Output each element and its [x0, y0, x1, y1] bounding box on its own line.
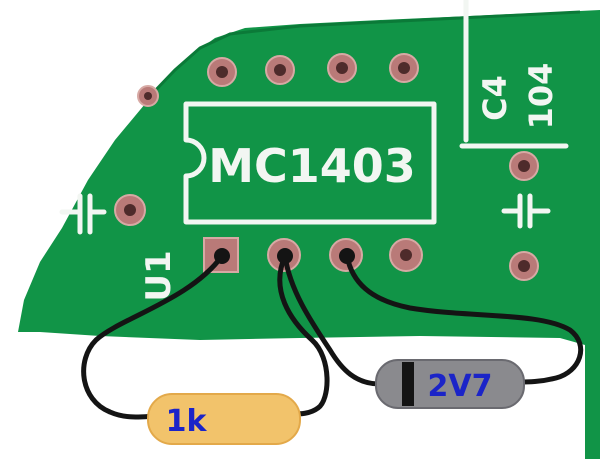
board-edge — [148, 10, 581, 98]
ic-label: MC1403 — [208, 139, 416, 193]
c4-label: C4 — [476, 75, 514, 121]
resistor-1k: 1k — [147, 393, 301, 445]
diode-2v7: 2V7 — [375, 359, 525, 409]
resistor-label: 1k — [166, 404, 208, 439]
capacitor-symbol-right — [501, 193, 551, 229]
pad-misc — [114, 85, 539, 281]
u1-label: U1 — [139, 250, 179, 301]
diode-label: 2V7 — [428, 369, 493, 404]
circuit-board — [18, 10, 600, 459]
c4-outline — [459, 0, 569, 149]
c4-value: 104 — [522, 63, 560, 130]
wire-diode-right — [344, 253, 584, 385]
wire-resistor-right — [277, 253, 330, 417]
wire-end-dot — [214, 248, 230, 264]
capacitor-symbol-left — [59, 193, 107, 235]
wire-diode-left — [282, 253, 383, 387]
wire-end-dot — [277, 248, 293, 264]
wire-resistor-left — [81, 253, 225, 420]
wire-end-dot — [339, 248, 355, 264]
pad-row-top — [207, 53, 419, 87]
ic-outline — [183, 101, 437, 225]
